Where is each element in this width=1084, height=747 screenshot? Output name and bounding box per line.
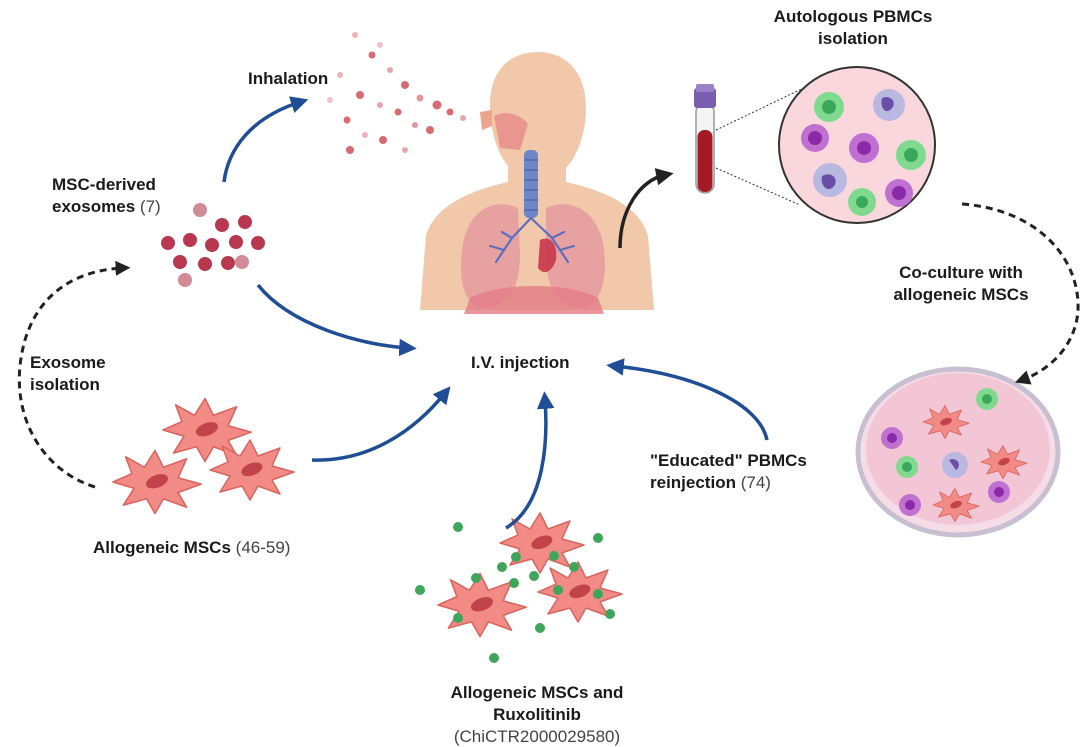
arrow-msc-to-iv bbox=[311, 386, 451, 462]
arrow-to-blood-tube bbox=[618, 168, 674, 249]
label-exosome-isolation: Exosome isolation bbox=[30, 353, 106, 394]
label-msc-derived-exosomes: MSC-derived exosomes (7) bbox=[52, 175, 161, 216]
arrow-coculture bbox=[961, 202, 1080, 385]
label-iv-injection: I.V. injection bbox=[471, 353, 570, 372]
pbmc-circle-icon bbox=[778, 66, 936, 224]
allogeneic-msc-cluster-left bbox=[112, 397, 295, 515]
arrow-to-inhalation bbox=[222, 96, 309, 183]
label-msc-ruxolitinib: Allogeneic MSCs and Ruxolitinib (ChiCTR2… bbox=[450, 683, 624, 746]
label-allogeneic-mscs: Allogeneic MSCs (46-59) bbox=[93, 538, 291, 557]
exosome-icon bbox=[161, 203, 265, 287]
arrow-exosomes-to-iv bbox=[256, 283, 417, 357]
arrow-educated-to-iv bbox=[606, 358, 769, 441]
msc-ruxolitinib-cluster bbox=[415, 512, 623, 663]
label-coculture: Co-culture with allogeneic MSCs bbox=[893, 263, 1029, 304]
human-torso-lungs-icon bbox=[420, 52, 654, 314]
arrow-rux-to-iv bbox=[505, 391, 555, 530]
label-autologous-pbmcs: Autologous PBMCs isolation bbox=[773, 7, 933, 48]
blood-tube-icon bbox=[694, 84, 716, 194]
zoom-lines bbox=[715, 84, 811, 206]
arrow-exosome-isolation bbox=[17, 260, 131, 489]
inhalation-droplets bbox=[327, 32, 466, 154]
petri-dish-icon bbox=[855, 366, 1061, 538]
label-inhalation: Inhalation bbox=[248, 69, 329, 88]
blue-arrows bbox=[222, 96, 769, 530]
label-educated-pbmcs: "Educated" PBMCs reinjection (74) bbox=[650, 451, 807, 492]
